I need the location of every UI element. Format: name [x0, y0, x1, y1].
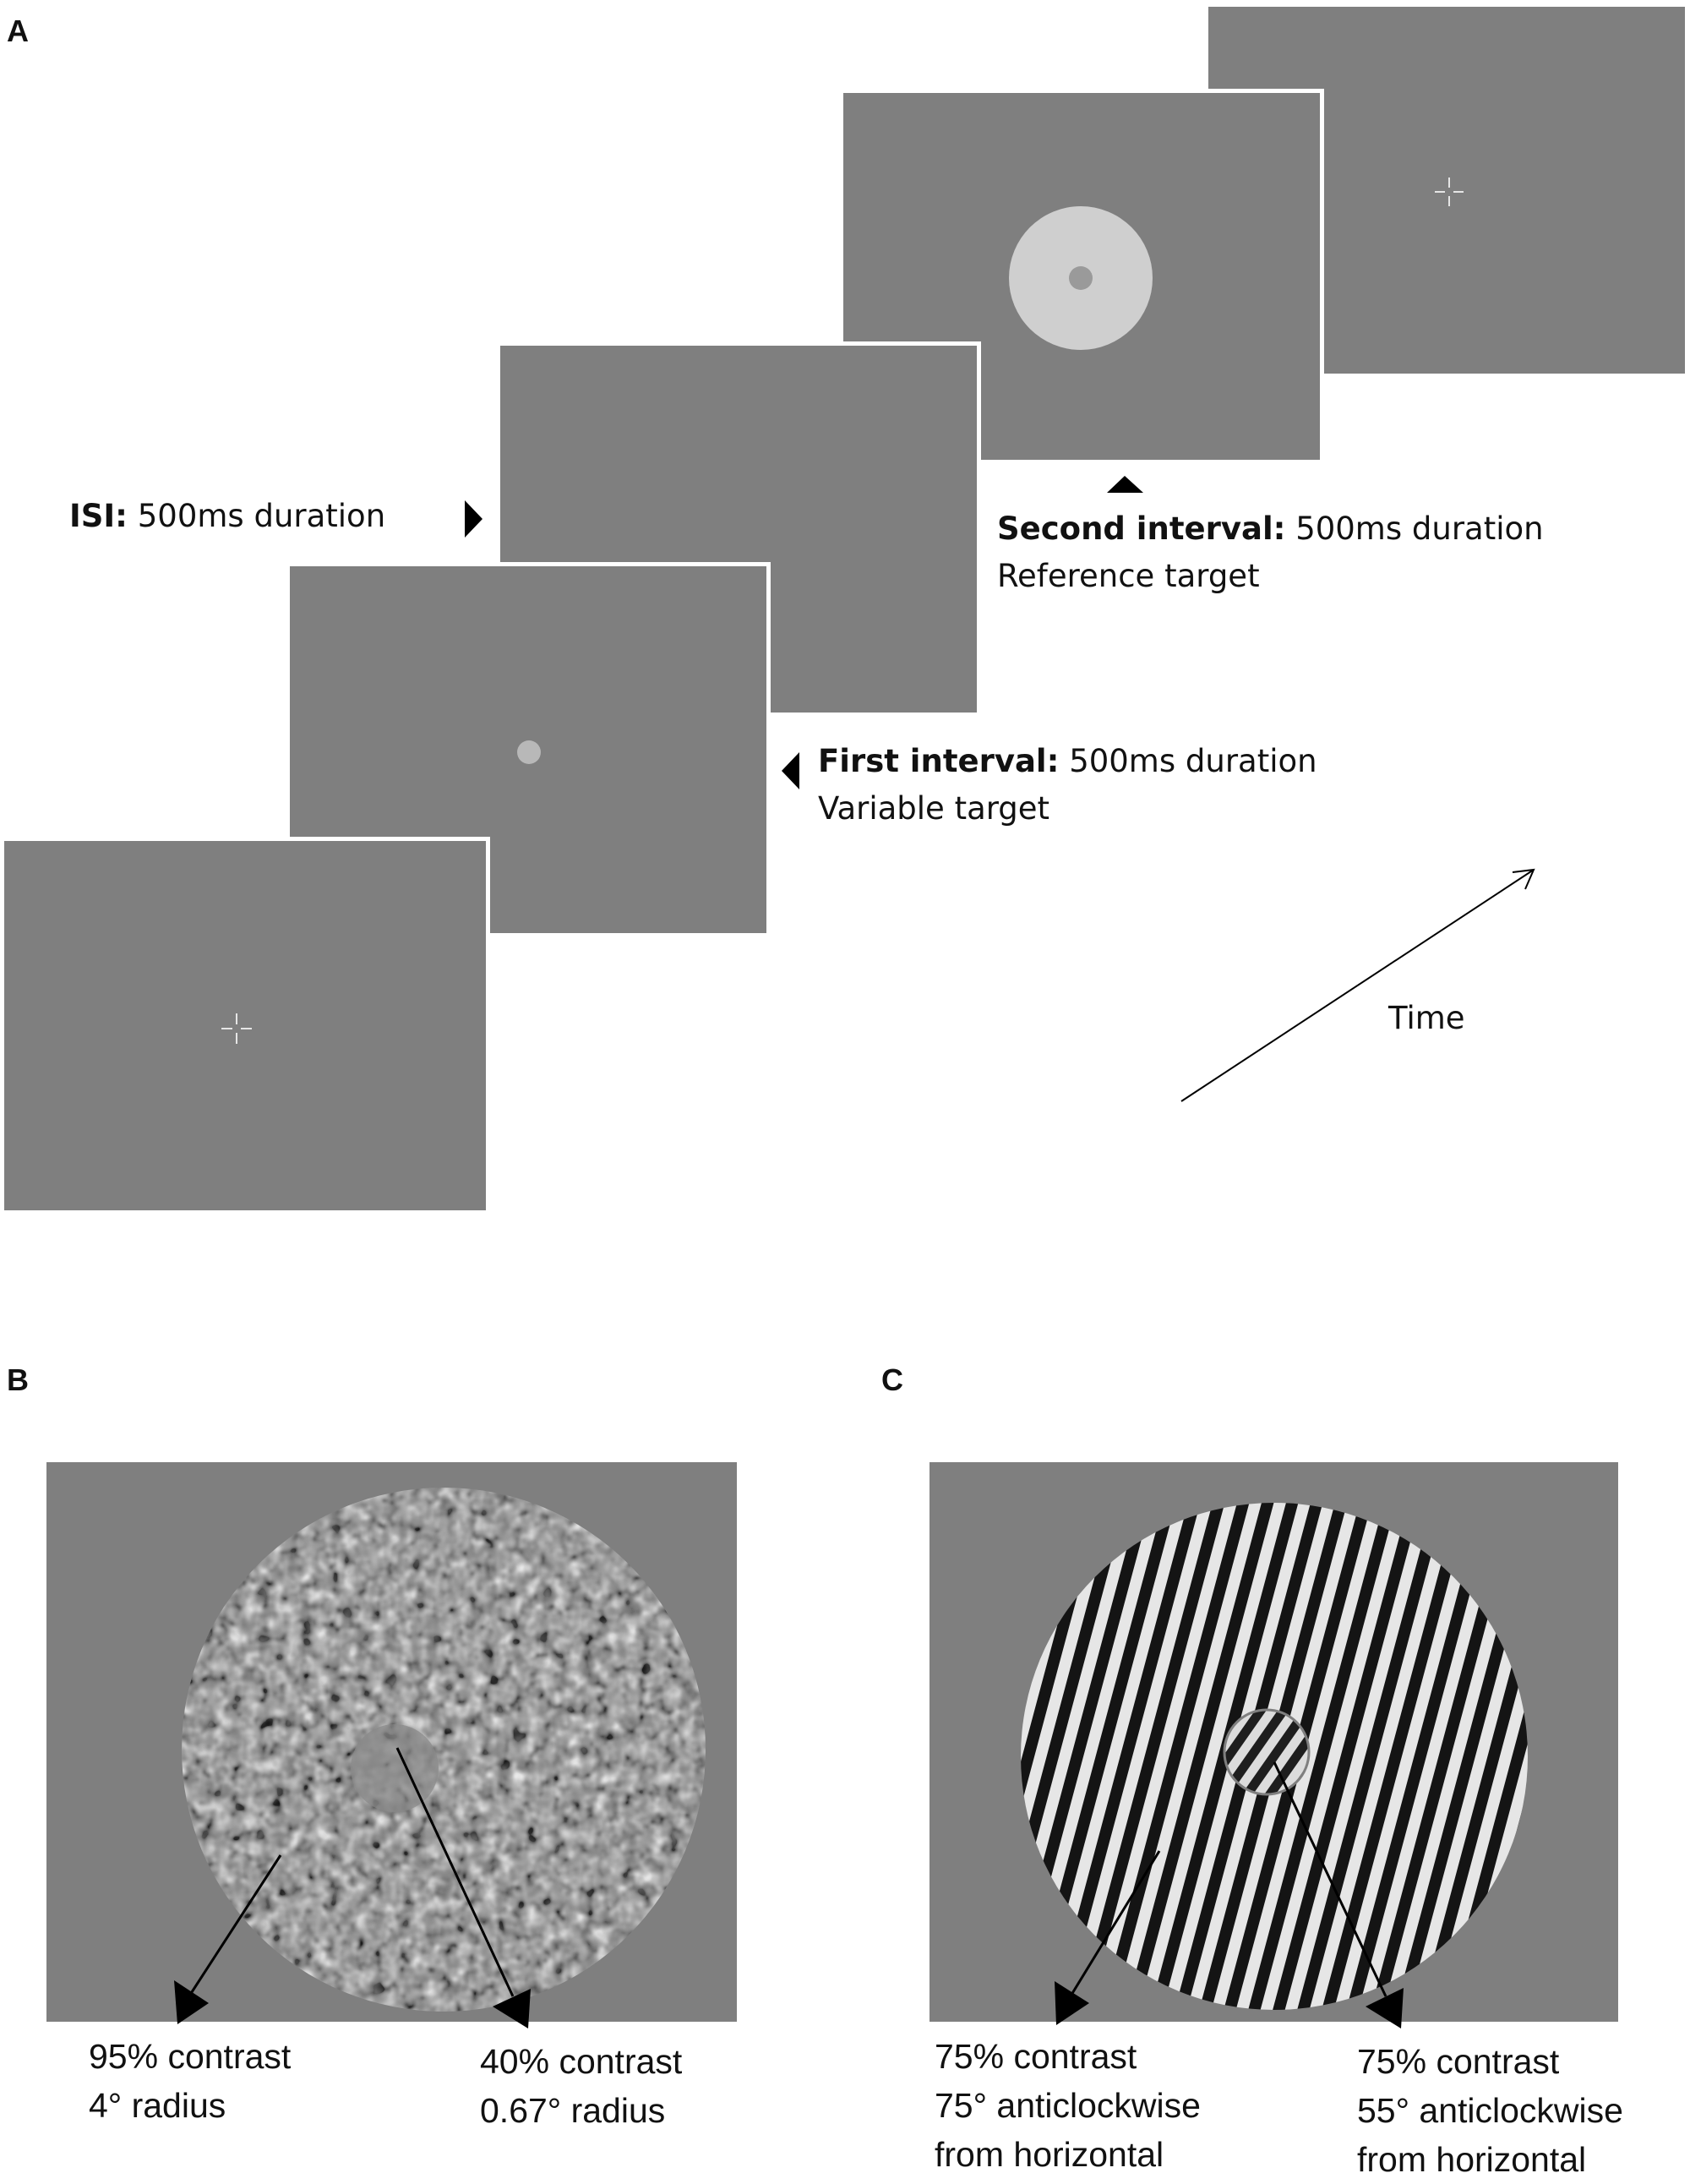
grating-inner-arrow-icon — [1273, 1761, 1404, 2028]
grating-outer-reference: from horizontal — [935, 2135, 1164, 2174]
variable-target-disc — [517, 740, 541, 764]
grating-outer-contrast: 75% contrast — [935, 2037, 1137, 2076]
noise-outer-caption: 95% contrast 4° radius — [89, 2032, 291, 2130]
isi-pointer-icon — [465, 500, 482, 538]
first-interval-pointer-icon — [782, 752, 799, 789]
noise-texture-stimulus — [46, 1462, 737, 2022]
panel-label-b: B — [7, 1362, 29, 1397]
noise-outer-radius: 4° radius — [89, 2086, 226, 2125]
isi-label: ISI: 500ms duration — [69, 493, 385, 540]
noise-outer-contrast: 95% contrast — [89, 2037, 292, 2076]
noise-outer-arrow-icon — [174, 1854, 282, 2024]
noise-inner-caption: 40% contrast 0.67° radius — [480, 2037, 682, 2135]
screen-fixation-initial — [0, 837, 490, 1215]
grating-inner-orientation: 55° anticlockwise — [1357, 2091, 1623, 2130]
noise-inner-contrast: 40% contrast — [480, 2042, 683, 2081]
grating-outer-orientation: 75° anticlockwise — [935, 2086, 1201, 2125]
grating-inner-caption: 75% contrast 55° anticlockwise from hori… — [1357, 2037, 1623, 2184]
screen-noise-stimulus — [46, 1462, 737, 2022]
first-interval-bold: First interval: — [818, 743, 1060, 779]
isi-label-text: 500ms duration — [137, 498, 386, 534]
isi-label-bold: ISI: — [69, 498, 128, 534]
first-interval-text: 500ms duration — [1069, 743, 1317, 779]
second-interval-text: 500ms duration — [1295, 511, 1544, 547]
grating-stimulus — [930, 1462, 1618, 2022]
second-interval-line2: Reference target — [997, 558, 1260, 594]
first-interval-line2: Variable target — [818, 790, 1050, 827]
noise-inner-arrow-icon — [395, 1747, 531, 2028]
time-label: Time — [1388, 1000, 1465, 1036]
time-arrow-icon — [1180, 868, 1535, 1102]
reference-target-annulus — [1009, 206, 1153, 350]
screen-grating-stimulus — [930, 1462, 1618, 2022]
second-interval-label: Second interval: 500ms duration Referenc… — [997, 505, 1544, 600]
fixation-cross-icon — [221, 1013, 252, 1044]
fixation-cross-icon — [1435, 177, 1464, 206]
second-interval-bold: Second interval: — [997, 511, 1286, 547]
panel-label-a: A — [7, 14, 29, 48]
noise-inner-radius: 0.67° radius — [480, 2091, 666, 2130]
grating-outer-caption: 75% contrast 75° anticlockwise from hori… — [935, 2032, 1201, 2179]
grating-inner-contrast: 75% contrast — [1357, 2042, 1560, 2081]
grating-outer-arrow-icon — [1055, 1850, 1161, 2025]
second-interval-pointer-icon — [1107, 476, 1143, 493]
panel-label-c: C — [881, 1362, 903, 1397]
first-interval-label: First interval: 500ms duration Variable … — [818, 738, 1317, 833]
grating-inner-reference: from horizontal — [1357, 2140, 1587, 2179]
